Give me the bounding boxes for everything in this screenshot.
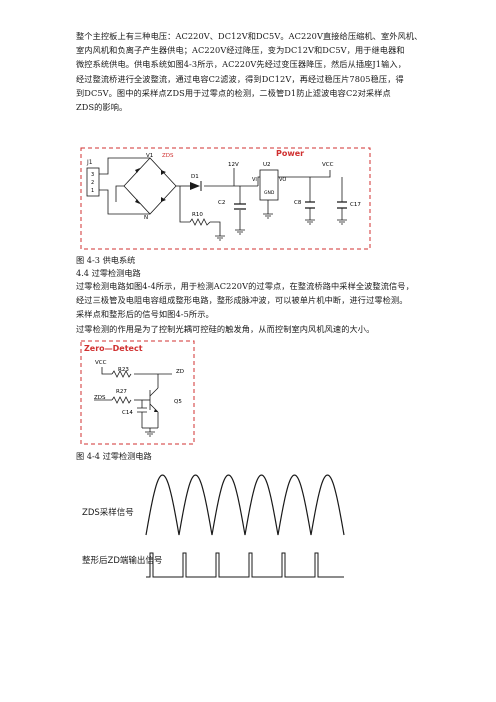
zd-pulse-waveform xyxy=(146,552,344,578)
zds-label: ZDS xyxy=(162,153,174,159)
section-title: 4.4 过零检测电路 xyxy=(76,268,141,278)
r10-label: R10 xyxy=(192,212,203,218)
zero-detect-schematic: Zero—Detect VCC R23 ZD R27 ZDS C14 Q5 xyxy=(80,340,195,445)
u2-label: U2 xyxy=(263,162,271,168)
waveform-figure: ZDS采样信号 整形后ZD端输出信号 xyxy=(82,474,345,578)
c17-capacitor xyxy=(337,201,347,209)
j1-label: J1 xyxy=(86,159,93,166)
c17-label: C17 xyxy=(350,202,361,208)
ground-symbols xyxy=(215,213,347,241)
vcc-label: VCC xyxy=(95,360,107,366)
n-label: N xyxy=(144,215,148,221)
zds-signal-label: ZDS采样信号 xyxy=(82,507,134,518)
q5-label: Q5 xyxy=(174,399,182,405)
intro-paragraph: 整个主控板上有三种电压：AC220V、DC12V和DC5V。AC220V直接给压… xyxy=(76,29,423,114)
c8-capacitor xyxy=(305,201,315,209)
zero-line: 过零检测电路如图4-4所示，用于检测AC220V的过零点，在整流桥路中采样全波整… xyxy=(76,281,414,291)
zero-dashed-border xyxy=(80,340,195,445)
u2-regulator xyxy=(259,169,279,201)
power-supply-schematic: Power J1 3 2 1 V1 ZDS N D1 12V C2 xyxy=(80,147,371,250)
c8-label: C8 xyxy=(294,200,302,206)
zds-label: ZDS xyxy=(94,395,106,401)
zd-output-label: 整形后ZD端输出信号 xyxy=(82,555,162,566)
intro-line: 室内风机和负离子产生器供电；AC220V经过降压，变为DC12V和DC5V，用于… xyxy=(76,45,405,56)
d1-label: D1 xyxy=(191,174,199,180)
zero-detect-paragraph: 过零检测电路如图4-4所示，用于检测AC220V的过零点，在整流桥路中采样全波整… xyxy=(76,279,421,336)
intro-line: 微控系统供电。供电系统如图4-3所示，AC220V先经过变压器降压，然后从插座J… xyxy=(76,59,406,70)
gnd-label: GND xyxy=(264,190,275,196)
c2-capacitor xyxy=(234,203,246,210)
j1-pin3: 3 xyxy=(91,172,94,178)
r10-resistor xyxy=(189,218,211,226)
r23-label: R23 xyxy=(118,367,129,373)
v12-label: 12V xyxy=(228,162,239,168)
figure-4-3-caption: 图 4-3 供电系统 xyxy=(76,255,136,265)
zero-title: Zero—Detect xyxy=(84,344,143,353)
j1-pin1: 1 xyxy=(91,188,94,194)
intro-line: 到DC5V。图中的采样点ZDS用于过零点的检测，二极管D1防止滤波电容C2对采样… xyxy=(76,87,391,98)
zero-wires xyxy=(94,367,172,437)
q5-emitter-arrow xyxy=(154,409,158,412)
power-title: Power xyxy=(276,149,304,158)
r27-label: R27 xyxy=(116,389,127,395)
power-dashed-border xyxy=(80,147,371,250)
zero-line: 经过三极管及电阻电容组成整形电路，整形成脉冲波，可以被单片机中断，进行过零检测。 xyxy=(76,295,408,306)
c2-label: C2 xyxy=(218,200,225,206)
d1-diode xyxy=(190,182,200,190)
zero-line: 过零检测的作用是为了控制光耦可控硅的触发角，从而控制室内风机风速的大小。 xyxy=(76,323,375,334)
zds-waveform xyxy=(145,474,345,536)
v1-label: V1 xyxy=(146,153,153,159)
j1-connector xyxy=(86,167,100,197)
vo-label: VO xyxy=(279,177,286,183)
figure-4-4-caption: 图 4-4 过零检测电路 xyxy=(76,451,152,461)
zero-line: 采样点和整形后的信号如图4-5所示。 xyxy=(76,309,214,320)
intro-line: ZDS的影响。 xyxy=(76,102,128,113)
intro-line: 经过整流桥进行全波整流，通过电容C2滤波，得到DC12V，再经过稳压片7805稳… xyxy=(76,73,404,84)
j1-pin2: 2 xyxy=(91,180,94,186)
intro-line: 整个主控板上有三种电压：AC220V、DC12V和DC5V。AC220V直接给压… xyxy=(76,31,423,41)
power-wires xyxy=(99,157,343,236)
zd-label: ZD xyxy=(176,369,184,375)
vcc-label: VCC xyxy=(322,162,334,168)
c14-label: C14 xyxy=(122,410,133,416)
bridge-rectifier xyxy=(135,168,166,204)
vi-label: VI xyxy=(252,177,257,183)
